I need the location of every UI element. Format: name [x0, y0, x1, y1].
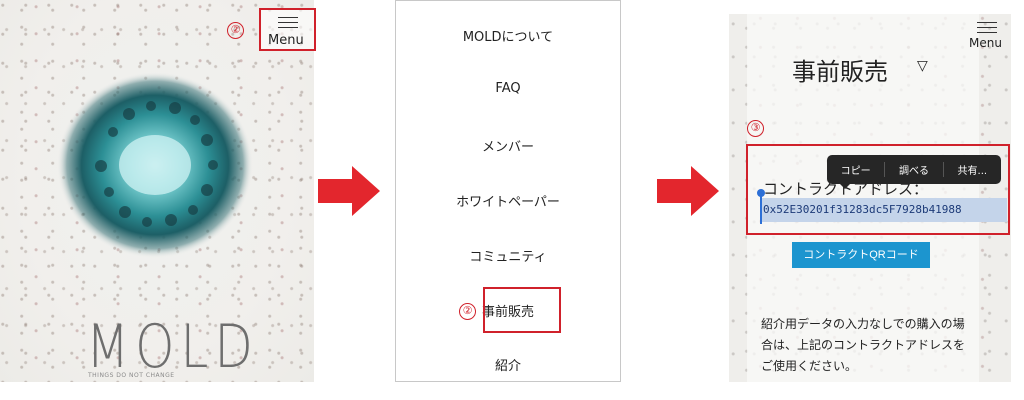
presale-page: Menu 事前販売 ▽ ③ コントラクトアドレス： 0x52E30201f312…	[729, 14, 1011, 382]
step-marker-3: ③	[747, 120, 764, 137]
menu-label: Menu	[268, 33, 304, 48]
context-menu: コピー 調べる 共有...	[827, 155, 1001, 184]
navigation-menu: MOLDについて FAQ メンバー ホワイトペーパー コミュニティ 事前販売 紹…	[395, 0, 621, 382]
purchase-note: 紹介用データの入力なしでの購入の場合は、上記のコントラクトアドレスをご使用くださ…	[761, 317, 966, 373]
contract-address-text[interactable]: 0x52E30201f31283dc5F7928b41988	[761, 198, 1007, 222]
menu-item-presale[interactable]: 事前販売	[481, 305, 534, 320]
context-menu-copy[interactable]: コピー	[827, 162, 886, 177]
menu-label[interactable]: Menu	[969, 36, 1002, 50]
hamburger-icon	[278, 17, 298, 32]
selection-handle[interactable]	[760, 192, 762, 224]
step-marker-2: ②	[227, 22, 244, 39]
page-title: 事前販売	[792, 58, 888, 86]
hamburger-icon[interactable]	[977, 22, 997, 37]
right-arrow-icon	[657, 166, 719, 216]
context-menu-share[interactable]: 共有...	[957, 166, 988, 177]
menu-button[interactable]: Menu	[259, 8, 316, 51]
step-marker-2: ②	[459, 303, 476, 320]
right-arrow-icon	[318, 166, 380, 216]
contract-highlight-box	[746, 144, 1010, 235]
mold-splash-screen: MOLD THINGS DO NOT CHANGE	[0, 0, 314, 382]
menu-item-whitepaper[interactable]: ホワイトペーパー	[456, 195, 560, 210]
context-menu-pointer	[839, 183, 851, 189]
selection-handle-knob[interactable]	[757, 189, 765, 197]
menu-item-referral[interactable]: 紹介	[494, 359, 521, 374]
menu-item-members[interactable]: メンバー	[481, 140, 534, 155]
mold-logo: MOLD	[86, 312, 259, 382]
presale-highlight-box	[483, 287, 561, 333]
caret-down-icon[interactable]: ▽	[917, 58, 928, 74]
menu-item-about[interactable]: MOLDについて	[462, 30, 554, 45]
menu-item-community[interactable]: コミュニティ	[469, 250, 547, 265]
context-menu-lookup[interactable]: 調べる	[885, 162, 944, 177]
mold-spore-image	[57, 72, 253, 258]
menu-item-faq[interactable]: FAQ	[495, 81, 521, 96]
contract-qr-button[interactable]: コントラクトQRコード	[792, 242, 930, 268]
contract-address-label: コントラクトアドレス：	[763, 180, 929, 198]
mold-tagline: THINGS DO NOT CHANGE	[88, 372, 175, 379]
